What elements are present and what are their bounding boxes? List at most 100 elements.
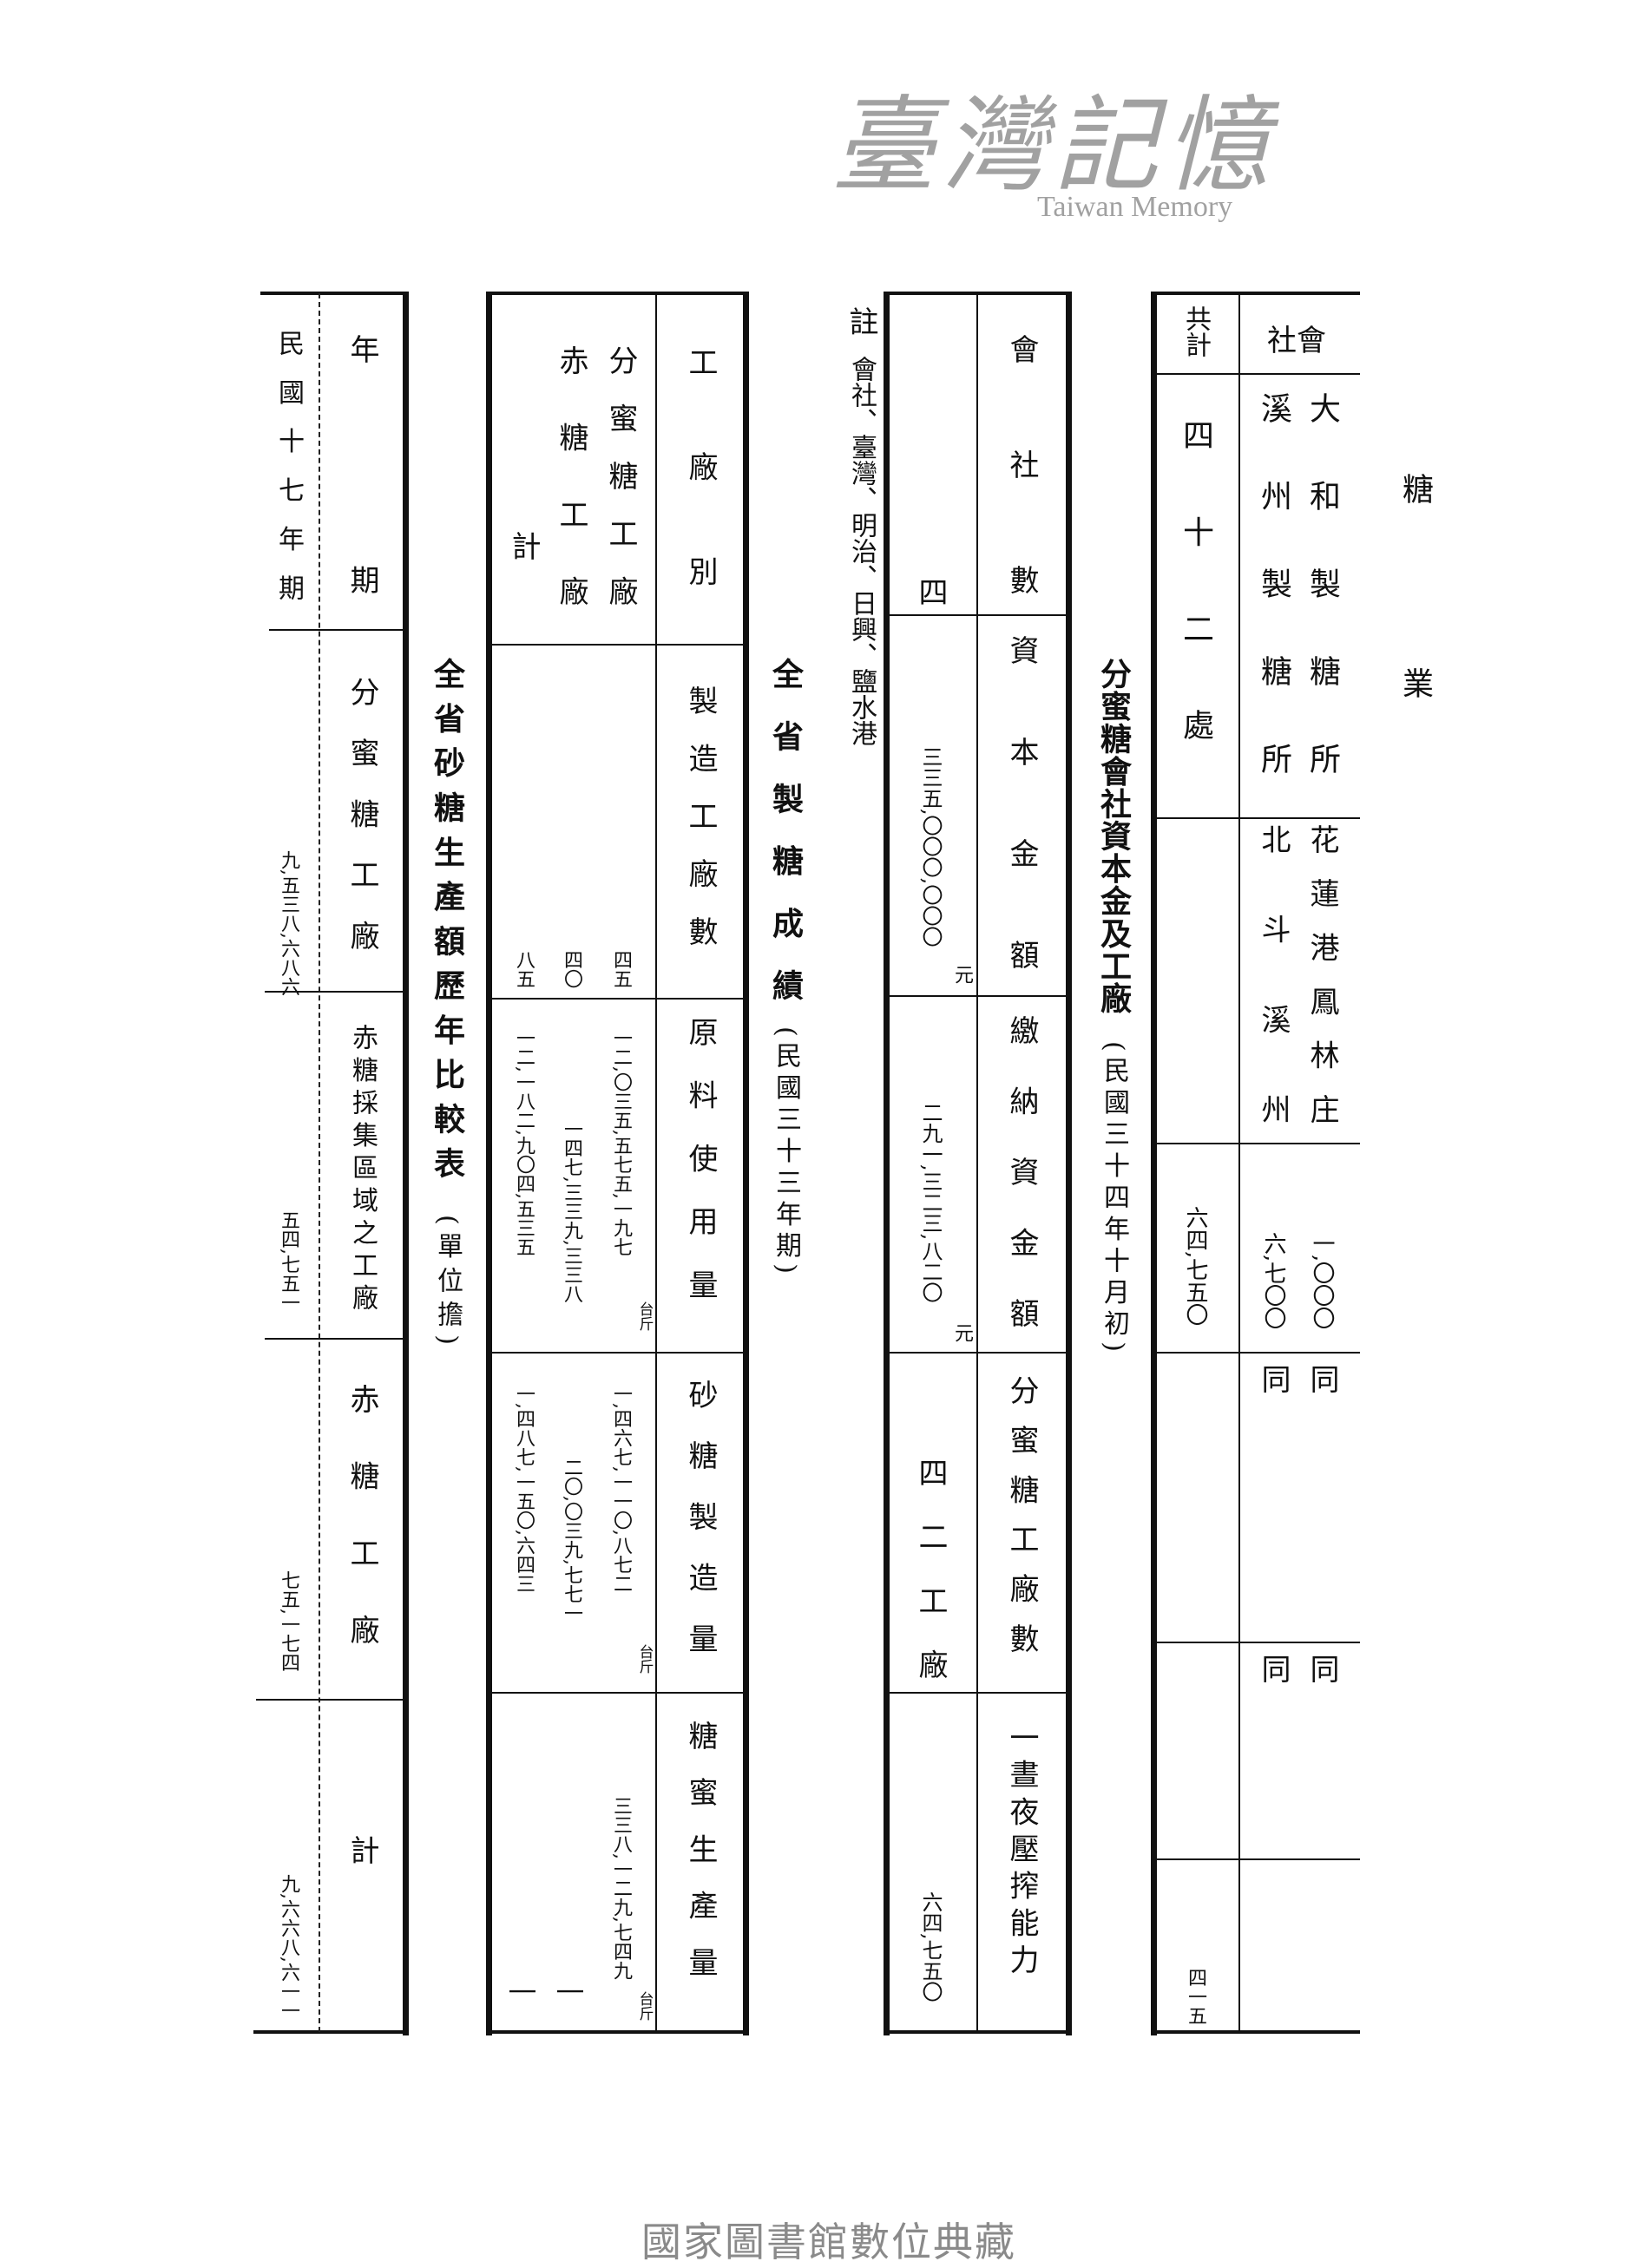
table-rule [976, 293, 978, 2032]
row-value: 五四,七五一 [278, 1210, 299, 1312]
sugar-output: 一,四六七,一一〇,八七二 [610, 1384, 632, 1593]
summary-value: 二九一,三二三,八二〇 [918, 1102, 943, 1303]
ditto-mark: 同 [1256, 1364, 1291, 1393]
table-rule [403, 292, 409, 2035]
table-rule [489, 644, 744, 646]
table-rule [1151, 292, 1157, 2035]
history-table-subtitle: (單位擔) [432, 1215, 463, 1345]
molasses-output: | [556, 1987, 587, 1996]
capital-table-subtitle: (民國三十四年十月初) [1099, 1041, 1129, 1352]
header-total: 共計 [1180, 305, 1211, 357]
summary-value: 四二工廠 [913, 1458, 948, 1679]
molasses-output: 三三八,一二九,七四九 [610, 1796, 632, 1980]
table-rule [1157, 292, 1360, 295]
table-rule [319, 293, 320, 2032]
company-name: 大和製糖所 [1304, 392, 1340, 774]
company-name: 溪州製糖所 [1256, 392, 1291, 774]
table-rule [887, 995, 1069, 997]
factory-count: 四〇 [561, 950, 582, 988]
header-company: 會社 [1267, 324, 1326, 358]
summary-label: 會社數 [1004, 334, 1039, 594]
table-rule [1157, 1143, 1360, 1144]
factory-type: 分蜜糖工廠 [603, 345, 638, 606]
production-table-title: 全省製糖成績 [767, 658, 804, 1000]
ditto-mark: 同 [1304, 1654, 1339, 1683]
summary-label: 資本金額 [1004, 635, 1039, 969]
total-capacity: 六四,七五〇 [1182, 1206, 1208, 1327]
summary-value: 六四,七五〇 [918, 1891, 943, 2003]
total-last: 四一五 [1185, 1968, 1206, 2025]
note-label: 註 [844, 306, 878, 336]
table-rule [253, 2030, 408, 2034]
table-rule [1157, 817, 1360, 819]
table-rule [655, 293, 657, 2032]
table-rule [489, 292, 746, 295]
row-value: 民國十七年期 [273, 330, 304, 600]
table-rule [489, 1352, 744, 1354]
table-rule [489, 2030, 746, 2034]
table-rule [265, 991, 404, 993]
column-header: 砂糖製造量 [683, 1380, 718, 1653]
company-capacity: 一,〇〇〇 [1309, 1232, 1335, 1330]
company-location: 北斗溪州 [1256, 824, 1291, 1124]
watermark-subtext: Taiwan Memory [1037, 191, 1233, 223]
chapter-title: 糖業 [1397, 473, 1433, 698]
table-rule [887, 1692, 1069, 1694]
sugar-output: 二〇,〇三九,七七一 [561, 1458, 582, 1622]
ditto-mark: 同 [1304, 1364, 1339, 1393]
row-label: 分蜜糖工廠 [345, 677, 379, 950]
summary-label: 繳納資金額 [1004, 1015, 1039, 1327]
table-rule [887, 2030, 1071, 2034]
table-rule [256, 1699, 404, 1701]
summary-unit: 元 [951, 1323, 973, 1342]
table-rule [887, 614, 1069, 616]
table-rule [489, 998, 744, 1000]
company-location: 花蓮港鳳林庄 [1304, 824, 1339, 1124]
sugar-output: 一,四八七,一五〇,六四三 [513, 1384, 535, 1593]
column-header: 製造工廠數 [683, 685, 718, 946]
row-label: 計 [345, 1835, 379, 1865]
row-label: 年期 [345, 334, 379, 594]
table-rule [1157, 1642, 1360, 1643]
table-rule [1238, 293, 1240, 2032]
row-value: 九,五三八,六八六 [278, 850, 299, 996]
raw-material: 一二,一八二,九〇四,五三五 [513, 1028, 535, 1256]
factory-count: 四五 [610, 950, 632, 988]
table-rule [1157, 373, 1360, 375]
capital-table-title: 分蜜糖會社資本金及工廠 [1095, 658, 1132, 1013]
factory-count: 八五 [513, 950, 535, 988]
raw-material: 一二,〇三五,五七五,一九七 [610, 1028, 632, 1256]
row-label: 赤糖採集區域之工廠 [347, 1024, 378, 1310]
raw-material: 一四七,三三九,三三八 [561, 1119, 582, 1303]
table-rule [743, 292, 749, 2035]
summary-unit: 元 [951, 965, 973, 984]
column-header: 工廠別 [683, 347, 718, 586]
row-value: 七五,一七四 [278, 1570, 299, 1672]
summary-label: 一晝夜壓搾能力 [1004, 1722, 1039, 1974]
table-rule [1157, 1858, 1360, 1860]
column-header: 原料使用量 [683, 1017, 718, 1299]
table-rule [887, 1352, 1069, 1354]
company-capacity: 六,七〇〇 [1260, 1232, 1286, 1330]
row-label: 赤糖工廠 [345, 1384, 379, 1644]
factory-type: 赤糖工廠 [554, 345, 588, 606]
unit-label: 台斤 [635, 1644, 654, 1674]
table-rule [265, 1338, 404, 1340]
column-header: 糖蜜生產量 [683, 1721, 718, 1976]
summary-label: 分蜜糖工廠數 [1004, 1375, 1039, 1653]
table-rule [1157, 2030, 1360, 2034]
table-rule [260, 292, 408, 295]
footer-credit: 國家圖書館數位典藏 [641, 2219, 1016, 2265]
note-text: 會社、臺灣、明治、日興、鹽水港 [846, 356, 877, 746]
table-rule [1066, 292, 1072, 2035]
table-rule [269, 629, 404, 631]
ditto-mark: 同 [1256, 1654, 1291, 1683]
molasses-output: | [509, 1987, 539, 1996]
table-rule [1157, 1352, 1360, 1354]
production-table-subtitle: (民國三十三年期) [771, 1026, 801, 1274]
table-rule [489, 1692, 744, 1694]
table-rule [887, 292, 1071, 295]
watermark-logo: 臺灣記憶 [831, 86, 1276, 206]
summary-value: 三三五,〇〇〇,〇〇〇 [918, 746, 943, 947]
row-value: 九,六六八,六一一 [278, 1874, 299, 2020]
